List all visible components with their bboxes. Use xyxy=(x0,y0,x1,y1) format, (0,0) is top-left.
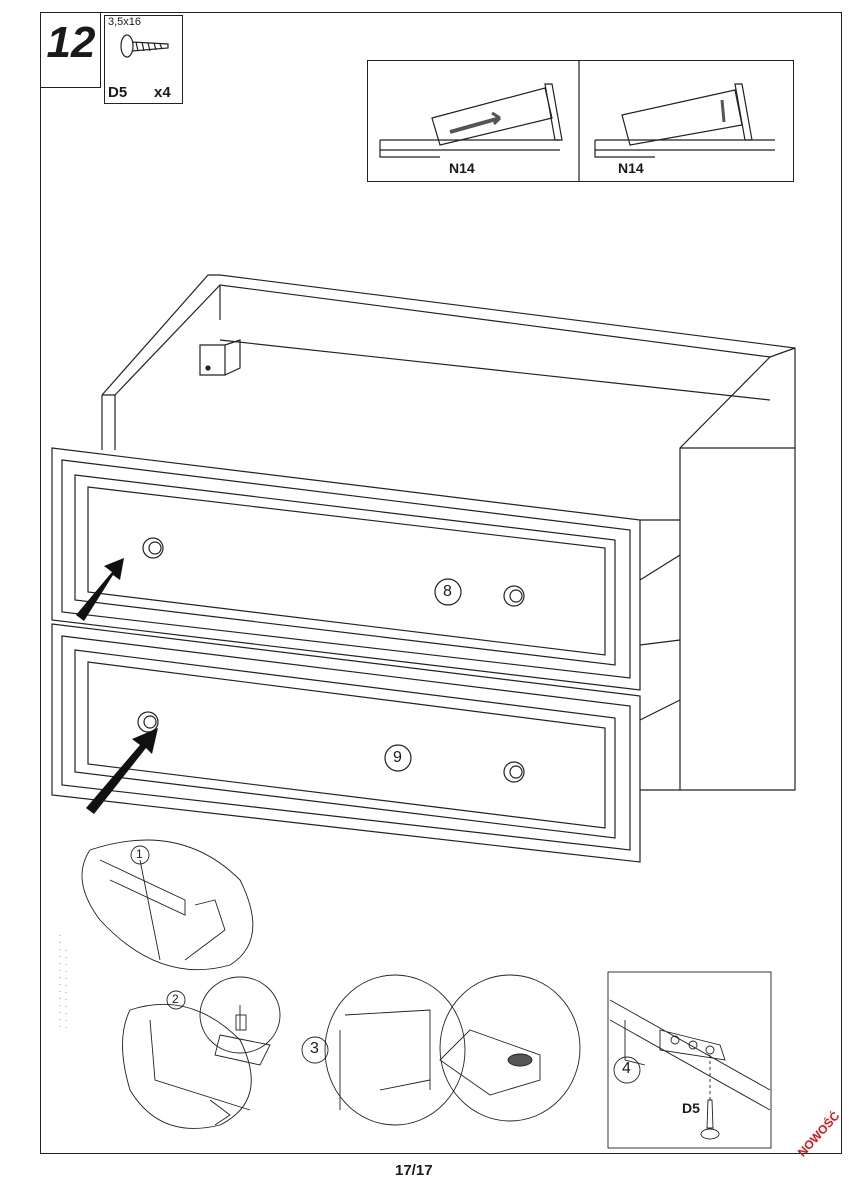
detail-number-3: 3 xyxy=(310,1040,319,1057)
detail-3 xyxy=(301,974,581,1126)
page-frame xyxy=(40,12,842,1154)
inset-label-left: N14 xyxy=(449,160,475,176)
screw-icon xyxy=(120,34,169,58)
slide-inset-panel xyxy=(367,60,794,182)
slide-diagram-right xyxy=(594,83,775,158)
arrow-lower xyxy=(86,728,158,814)
drawer-front-lower xyxy=(51,623,641,863)
drawer-front-upper xyxy=(51,447,641,691)
step-number: 12 xyxy=(46,18,96,67)
part-number-8: 8 xyxy=(443,583,452,600)
step-box xyxy=(40,12,101,88)
hardware-quantity: x4 xyxy=(154,84,171,101)
part-callout-8 xyxy=(434,578,462,606)
hardware-code: D5 xyxy=(108,84,128,101)
detail-1 xyxy=(81,839,254,971)
detail-number-4: 4 xyxy=(622,1060,631,1077)
hardware-box xyxy=(104,15,183,104)
part-callout-9 xyxy=(384,744,412,772)
detail-number-1: 1 xyxy=(136,847,143,861)
page-number: 17/17 xyxy=(395,1162,433,1179)
margin-speckles xyxy=(59,935,67,1030)
detail-4 xyxy=(607,971,772,1149)
detail-2 xyxy=(122,976,281,1129)
detail-4-screw-label: D5 xyxy=(682,1100,700,1116)
hardware-size: 3,5x16 xyxy=(108,16,142,28)
inset-label-right: N14 xyxy=(618,160,644,176)
cabinet-carcass xyxy=(101,274,796,791)
detail-number-2: 2 xyxy=(172,992,179,1006)
arrow-upper xyxy=(76,558,124,621)
part-number-9: 9 xyxy=(393,749,402,766)
slide-diagram-left xyxy=(379,83,563,158)
